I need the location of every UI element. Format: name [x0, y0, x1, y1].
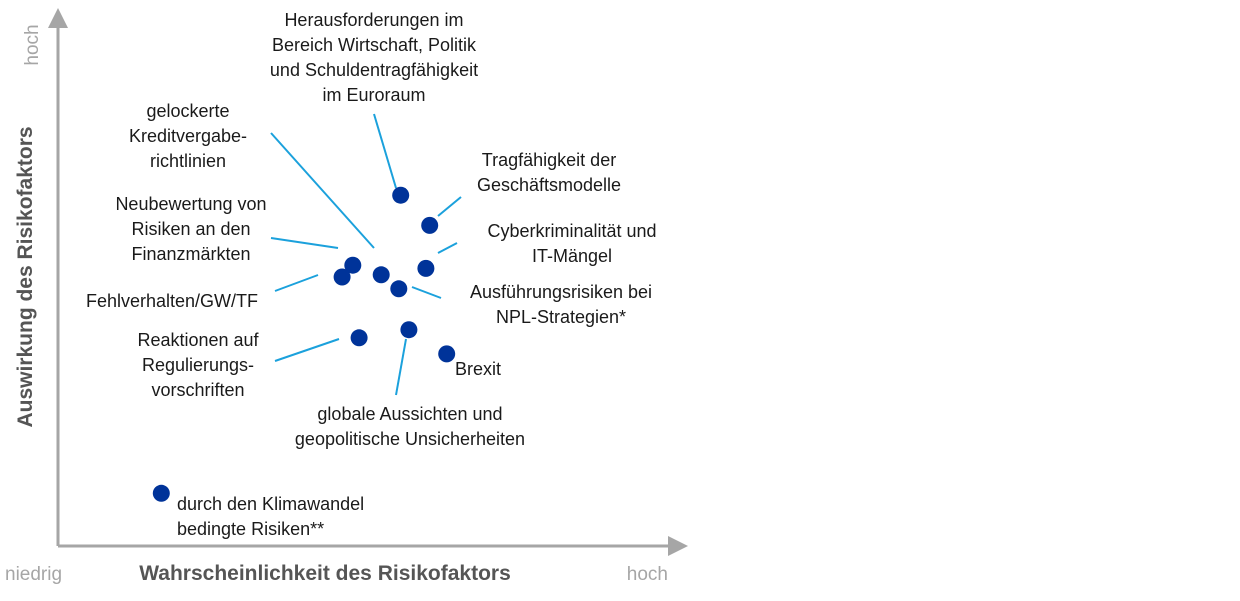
point-label-line: globale Aussichten und [317, 404, 502, 424]
leader-line-fehlverhalten [274, 274, 319, 292]
data-points [152, 186, 456, 502]
point-label-line: Risiken an den [131, 219, 250, 239]
point-label-line: IT-Mängel [532, 246, 612, 266]
data-point-cyber [417, 259, 435, 277]
data-point-fehlverhalten [333, 268, 351, 286]
data-point-klima [152, 484, 170, 502]
point-label-line: Tragfähigkeit der [482, 150, 616, 170]
leader-line-global [395, 338, 407, 396]
leader-line-kredit [270, 132, 375, 249]
point-label-line: Brexit [455, 359, 501, 379]
point-label-line: Cyberkriminalität und [487, 221, 656, 241]
data-point-npl [390, 280, 408, 298]
point-label-line: und Schuldentragfähigkeit [270, 60, 478, 80]
data-point-global [400, 321, 418, 339]
leader-line-cyber [437, 242, 458, 254]
data-point-neubewertung [344, 256, 362, 274]
point-labels: Herausforderungen im Bereich Wirtschaft, … [86, 10, 657, 539]
point-label-line: Reaktionen auf [137, 330, 259, 350]
point-label-line: Regulierungs- [142, 355, 254, 375]
leader-line-neubewertung [270, 237, 339, 249]
point-label-fehlverhalten: Fehlverhalten/GW/TF [86, 291, 258, 311]
point-label-global: globale Aussichten und geopolitische Unsi… [295, 404, 525, 449]
point-label-line: richtlinien [150, 151, 226, 171]
point-label-line: Bereich Wirtschaft, Politik [272, 35, 477, 55]
point-label-line: durch den Klimawandel [177, 494, 364, 514]
point-label-klima: durch den Klimawandel bedingte Risiken** [177, 494, 364, 539]
data-point-kredit [372, 266, 390, 284]
point-label-line: Geschäftsmodelle [477, 175, 621, 195]
leader-line-geschaeftsmodelle [437, 196, 462, 217]
point-label-euroraum: Herausforderungen im Bereich Wirtschaft, … [270, 10, 478, 105]
data-point-euroraum [392, 186, 410, 204]
x-axis-high-label: hoch [627, 564, 668, 585]
leader-line-regulierung [274, 338, 340, 362]
point-label-line: Ausführungsrisiken bei [470, 282, 652, 302]
data-point-geschaeftsmodelle [421, 216, 439, 234]
data-point-brexit [438, 345, 456, 363]
point-label-line: Fehlverhalten/GW/TF [86, 291, 258, 311]
point-label-brexit: Brexit [455, 359, 501, 379]
point-label-line: vorschriften [151, 380, 244, 400]
x-axis-arrow [668, 536, 688, 556]
point-label-line: gelockerte [146, 101, 229, 121]
x-axis-low-label: niedrig [5, 564, 62, 585]
leader-line-npl [411, 286, 442, 299]
point-label-line: geopolitische Unsicherheiten [295, 429, 525, 449]
point-label-line: im Euroraum [322, 85, 425, 105]
y-axis-title: Auswirkung des Risikofaktors [14, 126, 37, 427]
leader-lines [270, 113, 462, 396]
point-label-line: Herausforderungen im [284, 10, 463, 30]
point-label-line: NPL-Strategien* [496, 307, 626, 327]
point-label-line: Finanzmärkten [131, 244, 250, 264]
point-label-line: bedingte Risiken** [177, 519, 324, 539]
data-point-regulierung [350, 329, 368, 347]
x-axis-title: Wahrscheinlichkeit des Risikofaktors [139, 562, 511, 585]
axes [48, 8, 688, 556]
point-label-line: Kreditvergabe- [129, 126, 247, 146]
y-axis-high-label: hoch [22, 24, 43, 65]
point-label-line: Neubewertung von [115, 194, 266, 214]
y-axis-arrow [48, 8, 68, 28]
leader-line-euroraum [373, 113, 397, 189]
